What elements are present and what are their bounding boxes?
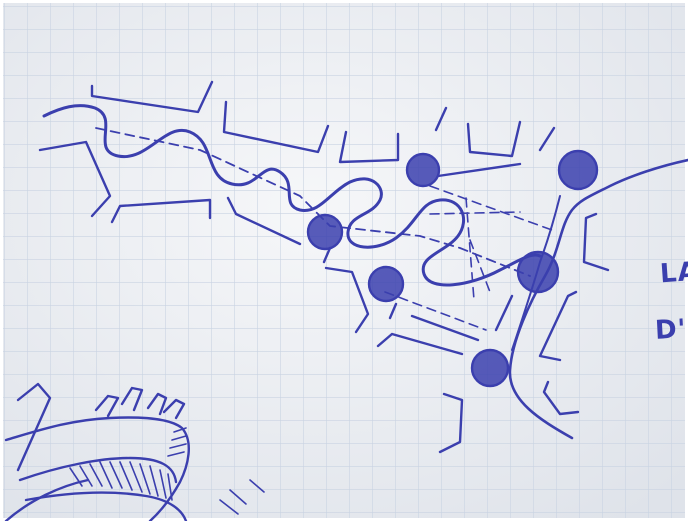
curving-road: [510, 160, 688, 438]
margin-text-line1: LA: [659, 257, 688, 290]
margin-text-line2: D': [654, 314, 687, 346]
curved-structure: [6, 384, 189, 521]
